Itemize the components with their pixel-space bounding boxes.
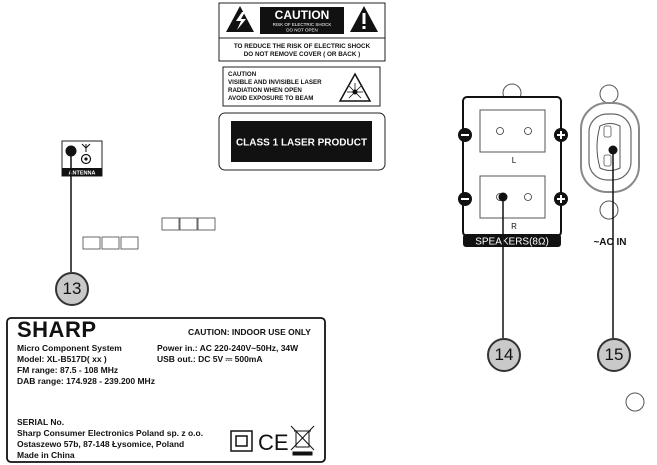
antenna-label: ANTENNA: [69, 171, 96, 177]
rating-plate-frame: CE: [6, 317, 326, 463]
serial-number-label: SERIAL No.: [17, 417, 65, 427]
ac-in-socket: ~AC IN: [580, 84, 640, 248]
vent-slots: [82, 217, 216, 250]
caution-sub-1: RISK OF ELECTRIC SHOCK: [273, 22, 332, 27]
plus-icon: [554, 128, 568, 142]
company-address: Ostaszewo 57b, 87-148 Łysomice, Poland: [17, 439, 185, 449]
callout-14: 14: [487, 338, 521, 372]
double-insulation-icon: [230, 430, 253, 452]
laser-radiation-icon: [338, 72, 372, 102]
weee-bin-icon: [290, 425, 315, 456]
minus-icon: [458, 192, 472, 206]
electric-shock-warning-icon: [226, 6, 254, 32]
caution-sub-2: DO NOT OPEN: [286, 28, 317, 33]
antenna-coax-socket: [80, 153, 92, 165]
power-input: Power in.: AC 220-240V~50Hz, 34W: [157, 343, 299, 353]
class1-laser-label: CLASS 1 LASER PRODUCT: [218, 112, 386, 171]
country-of-origin: Made in China: [17, 450, 75, 460]
callout-13: 13: [55, 272, 89, 306]
antenna-icon: [81, 143, 91, 152]
laser-caution-line-4: AVOID EXPOSURE TO BEAM: [228, 95, 313, 102]
usb-output: USB out.: DC 5V ⎓ 500mA: [157, 354, 263, 364]
speaker-terminals: SPEAKERS(8Ω) L R: [458, 83, 568, 248]
speaker-left-label: L: [512, 156, 517, 165]
caution-line-2: DO NOT REMOVE COVER ( OR BACK ): [244, 51, 361, 58]
brand-logo-text: SHARP: [17, 317, 97, 342]
laser-caution-line-1: CAUTION: [228, 71, 257, 78]
screw-hole: [625, 392, 645, 412]
caution-title: CAUTION: [275, 8, 330, 22]
model-number: Model: XL-B517D( xx ): [17, 354, 107, 364]
dab-range: DAB range: 174.928 - 239.200 MHz: [17, 376, 155, 386]
minus-icon: [458, 128, 472, 142]
exclamation-warning-icon: [350, 6, 378, 32]
product-name: Micro Component System: [17, 343, 122, 353]
class1-laser-text: CLASS 1 LASER PRODUCT: [236, 138, 367, 149]
callout-leaders: [68, 145, 618, 338]
ac-in-label: ~AC IN: [593, 237, 626, 248]
laser-caution-line-2: VISIBLE AND INVISIBLE LASER: [228, 79, 322, 86]
speaker-right-label: R: [511, 222, 517, 231]
antenna-terminal: ANTENNA: [61, 140, 103, 177]
plus-icon: [554, 192, 568, 206]
caution-label: CAUTION RISK OF ELECTRIC SHOCK DO NOT OP…: [218, 2, 386, 62]
laser-caution-line-3: RADIATION WHEN OPEN: [228, 87, 302, 94]
indoor-use-caution: CAUTION: INDOOR USE ONLY: [188, 327, 311, 337]
laser-caution-label: CAUTION VISIBLE AND INVISIBLE LASER RADI…: [222, 66, 381, 107]
company-name: Sharp Consumer Electronics Poland sp. z …: [17, 428, 204, 438]
caution-line-1: TO REDUCE THE RISK OF ELECTRIC SHOCK: [234, 43, 371, 50]
ce-mark: CE: [258, 430, 289, 455]
fm-range: FM range: 87.5 - 108 MHz: [17, 365, 119, 375]
speakers-label: SPEAKERS(8Ω): [475, 237, 549, 248]
callout-15: 15: [597, 338, 631, 372]
